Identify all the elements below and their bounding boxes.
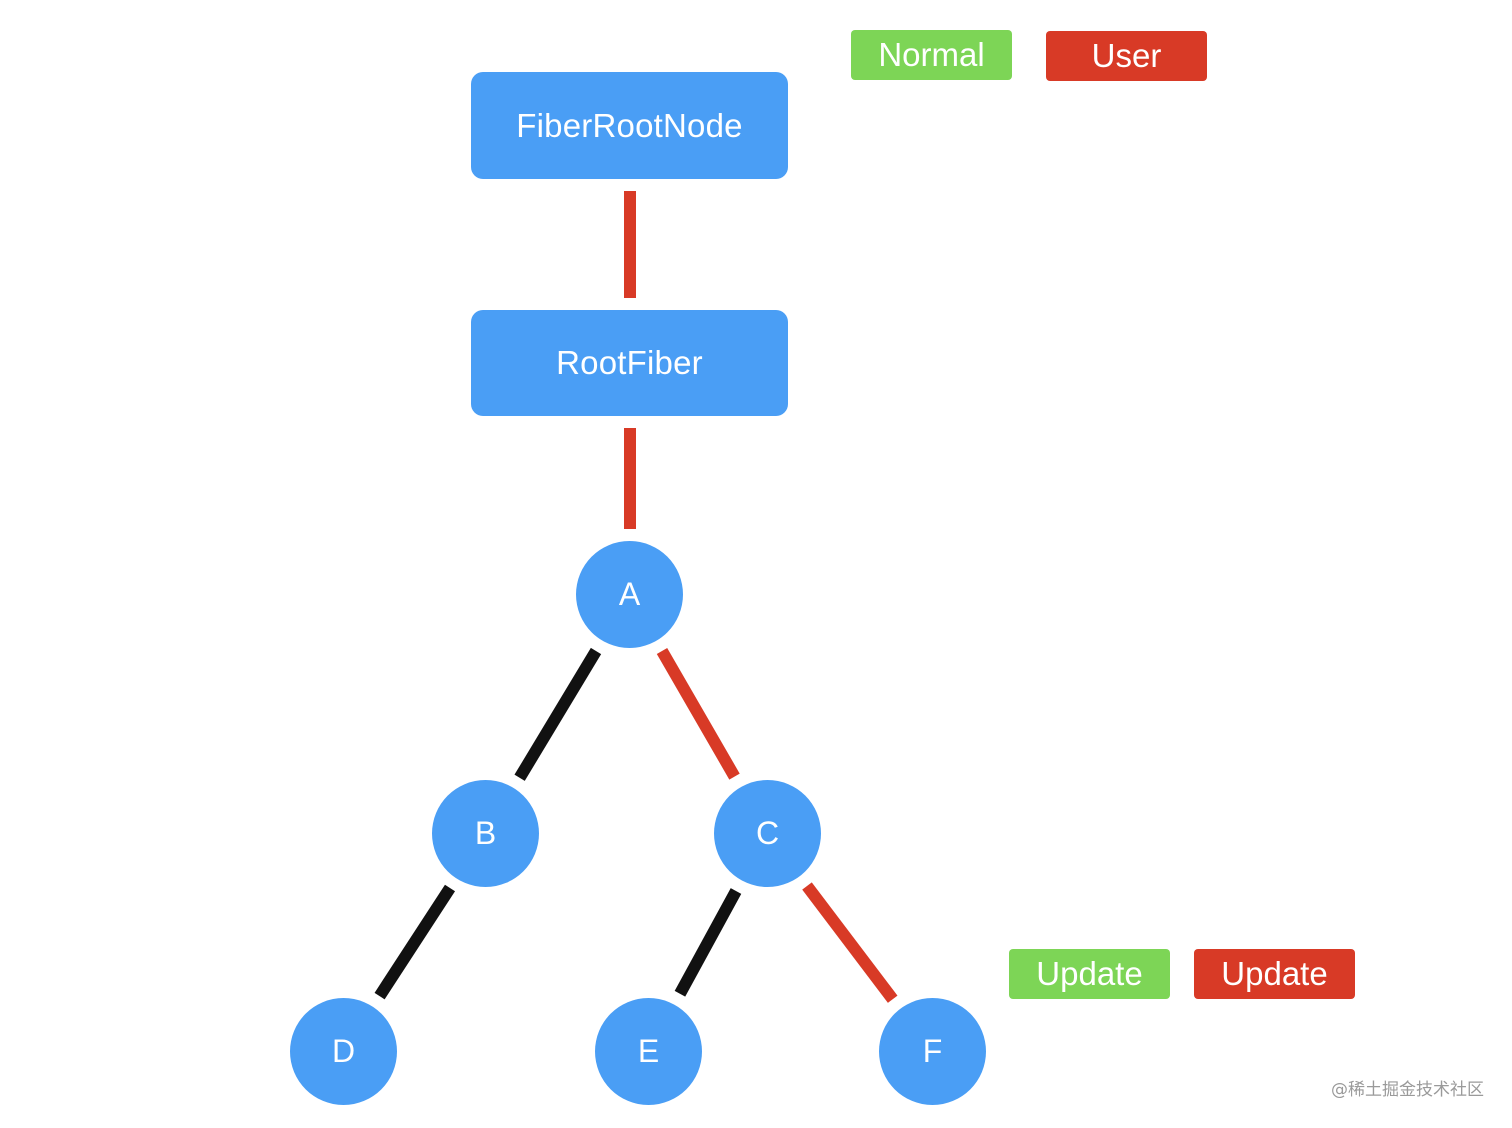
- normal-update-tag: Update: [1009, 949, 1170, 999]
- fiberrootnode-node: FiberRootNode: [471, 72, 788, 179]
- fiber-node-f: F: [879, 998, 986, 1105]
- edge-a-c: [657, 648, 740, 780]
- user-legend-tag: User: [1046, 31, 1207, 81]
- watermark-text: @稀土掘金技术社区: [1331, 1080, 1484, 1100]
- fiber-node-e: E: [595, 998, 702, 1105]
- edge-b-d: [374, 885, 455, 1000]
- edge-fiberrootnode-rootfiber: [623, 191, 636, 298]
- normal-legend-tag: Normal: [851, 30, 1012, 80]
- edge-c-f: [802, 882, 898, 1003]
- user-update-tag: Update: [1194, 949, 1355, 999]
- rootfiber-node: RootFiber: [471, 310, 788, 416]
- edge-c-e: [674, 888, 742, 997]
- edge-rootfiber-a: [623, 428, 636, 529]
- fiber-node-b: B: [432, 780, 539, 887]
- fiber-node-c: C: [714, 780, 821, 887]
- edge-a-b: [514, 647, 601, 781]
- fiber-node-a: A: [576, 541, 683, 648]
- fiber-node-d: D: [290, 998, 397, 1105]
